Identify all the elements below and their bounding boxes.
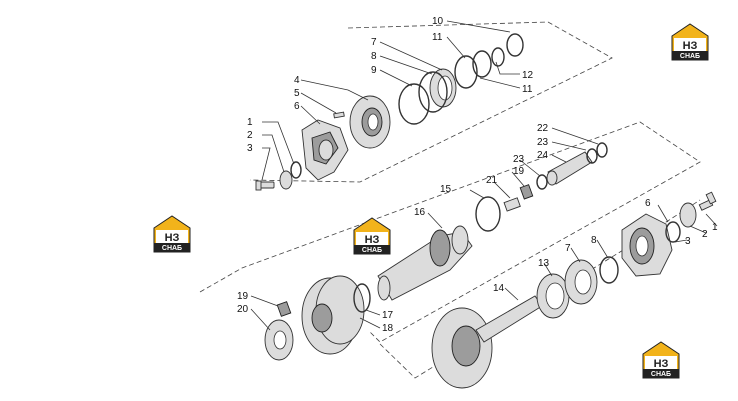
ring-11b	[472, 50, 492, 78]
callout-17: 17	[382, 310, 394, 321]
callout-3-upper: 3	[247, 143, 253, 154]
output-gear-shaft-14	[431, 295, 543, 389]
callout-23-upper: 23	[537, 137, 549, 148]
upper-washer-2	[279, 170, 293, 190]
upper-flange-yoke	[301, 119, 349, 181]
lower-bolt-1	[698, 191, 717, 211]
lower-washer-2	[679, 202, 697, 228]
callout-23-lower: 23	[513, 154, 525, 165]
watermark-logo-left: НЗ СНАБ	[153, 215, 191, 253]
upper-bearing-cover	[349, 95, 391, 149]
svg-text:СНАБ: СНАБ	[680, 53, 700, 60]
plug-21	[503, 197, 521, 212]
callout-9: 9	[371, 65, 377, 76]
callout-18: 18	[382, 323, 394, 334]
svg-text:СНАБ: СНАБ	[651, 371, 671, 378]
callout-8-lower: 8	[591, 235, 597, 246]
ring-23b	[536, 174, 548, 190]
callout-10: 10	[432, 16, 444, 27]
snap-ring-12	[491, 47, 505, 67]
ring-9	[398, 83, 430, 125]
bearing-13	[536, 273, 570, 319]
callout-14: 14	[493, 283, 505, 294]
callout-20: 20	[237, 304, 249, 315]
callout-21: 21	[486, 175, 498, 186]
callout-22: 22	[537, 123, 549, 134]
callout-15: 15	[440, 184, 452, 195]
callout-4-upper: 4	[294, 75, 300, 86]
callout-6-upper: 6	[294, 101, 300, 112]
callout-1-lower: 1	[712, 222, 718, 233]
callout-7-lower: 7	[565, 243, 571, 254]
callout-5-upper: 5	[294, 88, 300, 99]
ring-7	[418, 71, 448, 113]
svg-text:НЗ: НЗ	[683, 40, 698, 52]
ring-8b	[599, 256, 619, 284]
watermark-logo-center: НЗ СНАБ	[353, 217, 391, 255]
ring-17	[353, 283, 371, 313]
disc-20	[264, 319, 294, 361]
callout-19-lower: 19	[237, 291, 249, 302]
watermark-logo-top-right: НЗ СНАБ	[671, 23, 709, 61]
oring-15	[475, 196, 501, 232]
callout-6-lower: 6	[645, 198, 651, 209]
callout-24: 24	[537, 150, 549, 161]
leader-lines	[250, 20, 718, 331]
callout-12: 12	[522, 70, 534, 81]
bearing-7b	[564, 259, 598, 305]
callout-3-lower: 3	[685, 236, 691, 247]
input-shaft-16	[377, 225, 473, 301]
callout-2-lower: 2	[702, 229, 708, 240]
spring-19b	[276, 301, 292, 317]
callout-19-upper: 19	[513, 166, 525, 177]
lower-flange-yoke	[621, 213, 673, 277]
bearing-8	[429, 68, 457, 108]
upper-group-frame	[249, 21, 613, 183]
upper-bolt-3	[255, 180, 275, 191]
callout-16: 16	[414, 207, 426, 218]
ring-11	[454, 55, 478, 89]
callout-11-upper: 11	[432, 32, 443, 43]
callout-1-upper: 1	[247, 117, 253, 128]
svg-text:НЗ: НЗ	[165, 232, 180, 244]
planetary-carrier	[301, 275, 365, 355]
upper-bolt-5	[333, 111, 345, 119]
lower-oring-3	[665, 221, 681, 243]
watermark-logo-bottom-right: НЗ СНАБ	[642, 341, 680, 379]
svg-text:СНАБ: СНАБ	[362, 247, 382, 254]
callout-7-upper: 7	[371, 37, 377, 48]
upper-oring-1	[290, 161, 302, 179]
ring-22	[596, 142, 608, 158]
callout-8-upper: 8	[371, 51, 377, 62]
spring-19a	[519, 184, 534, 200]
callout-13: 13	[538, 258, 550, 269]
ring-10	[506, 33, 524, 57]
middle-group-frame	[199, 121, 701, 343]
sleeve-24	[546, 151, 593, 186]
svg-text:НЗ: НЗ	[365, 234, 380, 246]
svg-text:СНАБ: СНАБ	[162, 245, 182, 252]
ring-23a	[586, 148, 598, 164]
svg-text:НЗ: НЗ	[654, 358, 669, 370]
callout-2-upper: 2	[247, 130, 253, 141]
callout-11-lower: 11	[522, 84, 533, 95]
